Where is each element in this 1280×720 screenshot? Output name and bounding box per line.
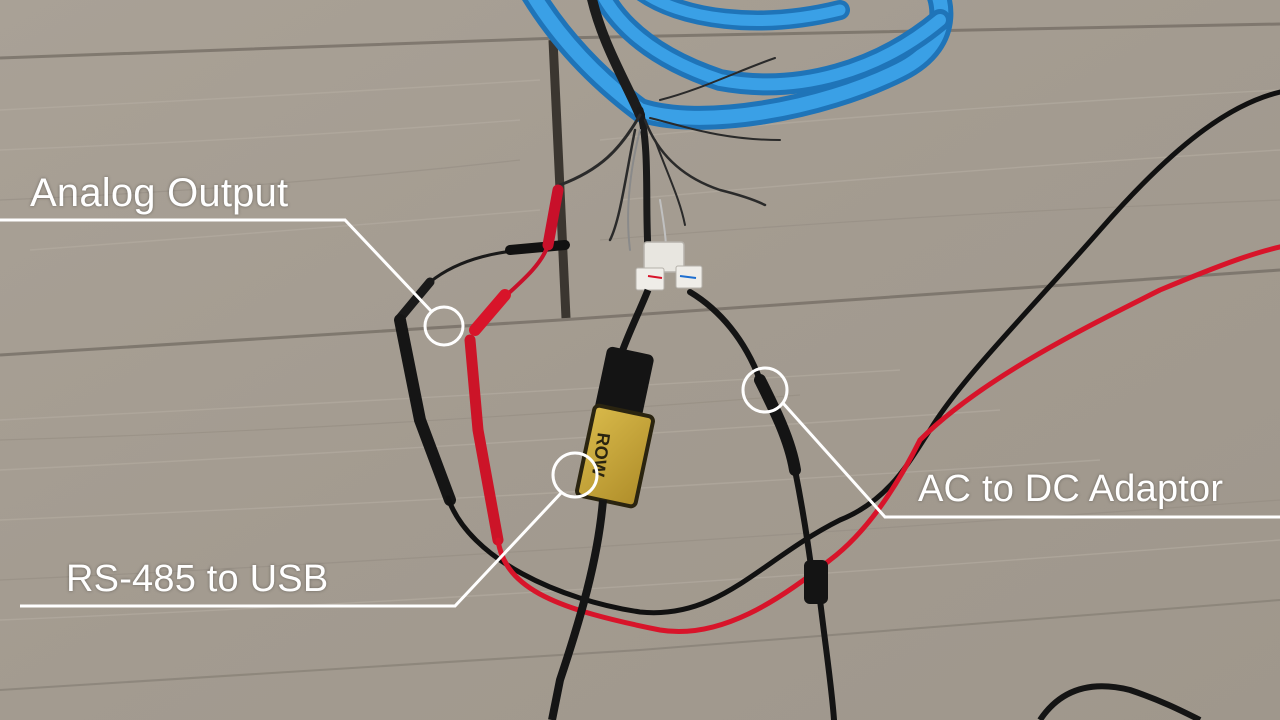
ac-dc-adaptor-label: AC to DC Adaptor (918, 468, 1224, 510)
adaptor-marker (741, 366, 789, 414)
adaptor-cable (687, 289, 837, 720)
breakout-wires (558, 57, 781, 271)
bottom-cable (1037, 683, 1202, 720)
white-connector (635, 241, 703, 291)
analog-output-marker (423, 305, 465, 347)
rs485-marker (551, 451, 599, 499)
annotations (0, 218, 1280, 608)
adaptor-leader (780, 400, 1280, 519)
blue-cable (522, 0, 954, 130)
rs485-usb-label: RS-485 to USB (66, 558, 329, 600)
analog-output-label: Analog Output (30, 171, 289, 215)
rs485-leader (20, 490, 564, 608)
analog-output-leader (0, 218, 434, 314)
